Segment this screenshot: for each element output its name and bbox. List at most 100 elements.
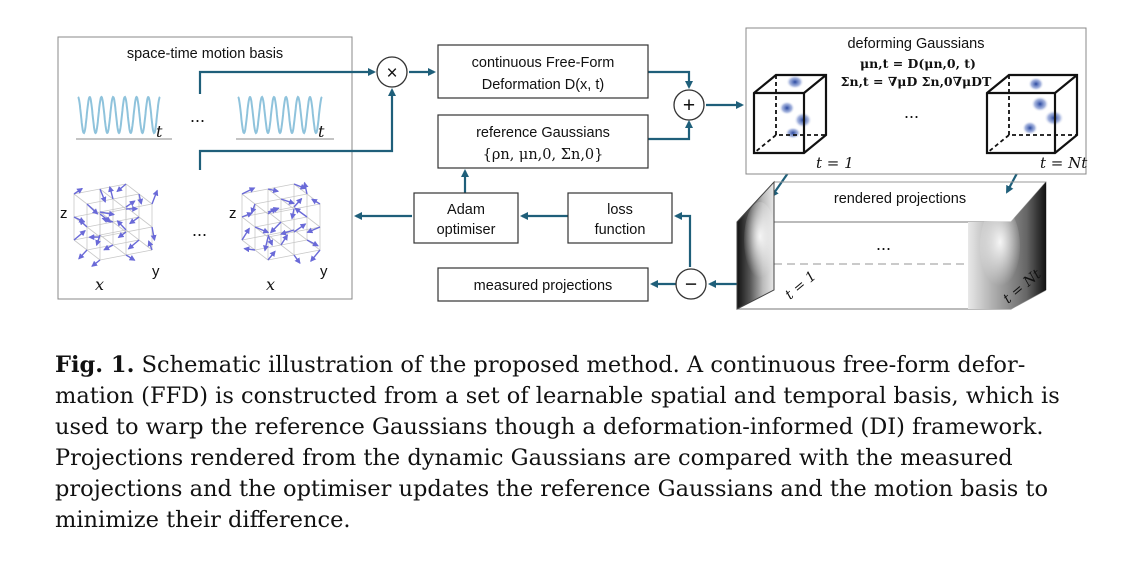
displacement-vector [125, 254, 136, 261]
displacement-vector [108, 185, 114, 200]
lattice2-z-label: z [229, 205, 237, 222]
displacement-vector [270, 221, 282, 234]
deforming-title: deforming Gaussians [847, 36, 984, 52]
displacement-vector [73, 230, 86, 241]
lattice-edge [138, 193, 153, 205]
lattice-edge [267, 183, 295, 190]
svg-text:−: − [685, 273, 697, 296]
deforming-gaussians-panel: deforming Gaussians μn,t = D(μn,0, t) Σn… [745, 27, 1088, 175]
displacement-vector [125, 200, 136, 208]
displacement-vector [103, 244, 114, 251]
multiply-operator: × [376, 56, 408, 88]
lattice-edge [241, 216, 256, 228]
lattice-edge [125, 183, 140, 195]
displacement-vector [128, 216, 140, 225]
motion-basis-panel: space-time motion basis t ... t z y x ..… [57, 36, 353, 300]
displacement-vector [241, 187, 256, 195]
displacement-vector [254, 226, 270, 234]
spatial-basis-lattice-1 [73, 183, 159, 267]
lattice-edge [99, 234, 114, 246]
displacement-vector [99, 188, 107, 203]
lattice-edge [138, 216, 153, 228]
reference-line1: reference Gaussians [476, 125, 610, 141]
gaussian-cube-t1: t = 1 [752, 73, 854, 172]
lattice-edge [73, 239, 88, 251]
displacement-vector [78, 249, 88, 260]
displacement-vector [116, 183, 127, 193]
caption-line-5: projections and the optimiser updates th… [55, 476, 1049, 502]
displacement-vector [250, 203, 257, 214]
displacement-vector [241, 212, 254, 218]
displacement-vector [280, 234, 288, 246]
displacement-vector [241, 227, 250, 241]
lattice-ellipsis: ... [192, 220, 207, 240]
motion-basis-title: space-time motion basis [127, 46, 283, 62]
displacement-vector [137, 193, 144, 205]
lattice-edge [293, 249, 321, 256]
lattice-edge [112, 198, 127, 210]
displacement-vector [293, 223, 307, 233]
lattice1-x-label: x [95, 275, 104, 294]
displacement-vector [280, 198, 295, 205]
lattice-edge [267, 188, 282, 200]
lattice-edge [112, 221, 127, 233]
rendered-projections-volume: t = 1 t = Nt rendered projections ... [736, 180, 1047, 310]
rendered-title: rendered projections [834, 191, 966, 207]
svg-text:+: + [683, 94, 695, 117]
displacement-vector [263, 236, 269, 252]
cube-tN-label: t = Nt [1040, 154, 1088, 172]
lattice-edge [280, 244, 295, 256]
spatial-basis-lattice-2 [241, 181, 321, 265]
deforming-eq2: Σn,t = ∇μD Σn,0∇μDT [841, 74, 992, 89]
displacement-vector [99, 210, 115, 217]
lattice-edge [241, 239, 256, 251]
lattice2-x-label: x [266, 275, 275, 294]
lattice-edge [293, 229, 308, 241]
displacement-vector [151, 189, 159, 205]
caption-line-3: used to warp the reference Gaussians tho… [55, 414, 1044, 440]
deforming-ellipsis: ... [904, 102, 919, 122]
displacement-vector [310, 249, 321, 262]
caption-line-2: mation (FFD) is constructed from a set o… [55, 383, 1060, 409]
lattice-edge [112, 244, 127, 256]
lattice-edge [99, 188, 114, 200]
adam-optimiser-box: Adam optimiser [413, 192, 519, 244]
caption-line-1: Schematic illustration of the proposed m… [134, 352, 1026, 378]
lattice-edge [267, 234, 282, 246]
displacement-vector [91, 259, 101, 267]
lattice-edge [306, 216, 321, 228]
displacement-vector [290, 208, 296, 220]
gaussian-cube-tN: t = Nt [985, 73, 1088, 172]
projection-t1-label: t = 1 [782, 268, 819, 303]
lattice-edge [86, 249, 101, 261]
ffd-line2: Deformation D(x, t) [482, 77, 604, 93]
loss-line2: function [595, 222, 646, 238]
cube-t1-label: t = 1 [816, 154, 854, 172]
displacement-vector [116, 220, 127, 231]
displacement-vector [147, 240, 154, 251]
measured-label: measured projections [474, 278, 613, 294]
projection-tN: t = Nt [968, 182, 1046, 309]
displacement-vector [117, 231, 127, 238]
displacement-vector [267, 207, 280, 213]
ffd-line1: continuous Free-Form [472, 55, 615, 71]
lattice1-y-label: y [152, 263, 160, 280]
displacement-vector [280, 229, 295, 236]
minus-operator: − [675, 268, 707, 300]
lattice-edge [86, 226, 101, 238]
lattice-edge [99, 254, 127, 261]
displacement-vector [267, 250, 276, 261]
displacement-vector [294, 207, 308, 218]
displacement-vector [306, 226, 321, 234]
flow-arrows [198, 68, 1024, 288]
displacement-vector [150, 226, 157, 242]
svg-text:×: × [386, 63, 397, 84]
figure-caption: Fig. 1. Schematic illustration of the pr… [55, 350, 1095, 536]
measured-projections-box: measured projections [437, 267, 649, 302]
lattice-edge [125, 229, 140, 241]
displacement-vector [267, 234, 274, 247]
lattice-edge [125, 249, 153, 256]
lattice-edge [254, 249, 269, 261]
lattice-edge [254, 226, 269, 238]
rendered-ellipsis: ... [876, 234, 891, 254]
